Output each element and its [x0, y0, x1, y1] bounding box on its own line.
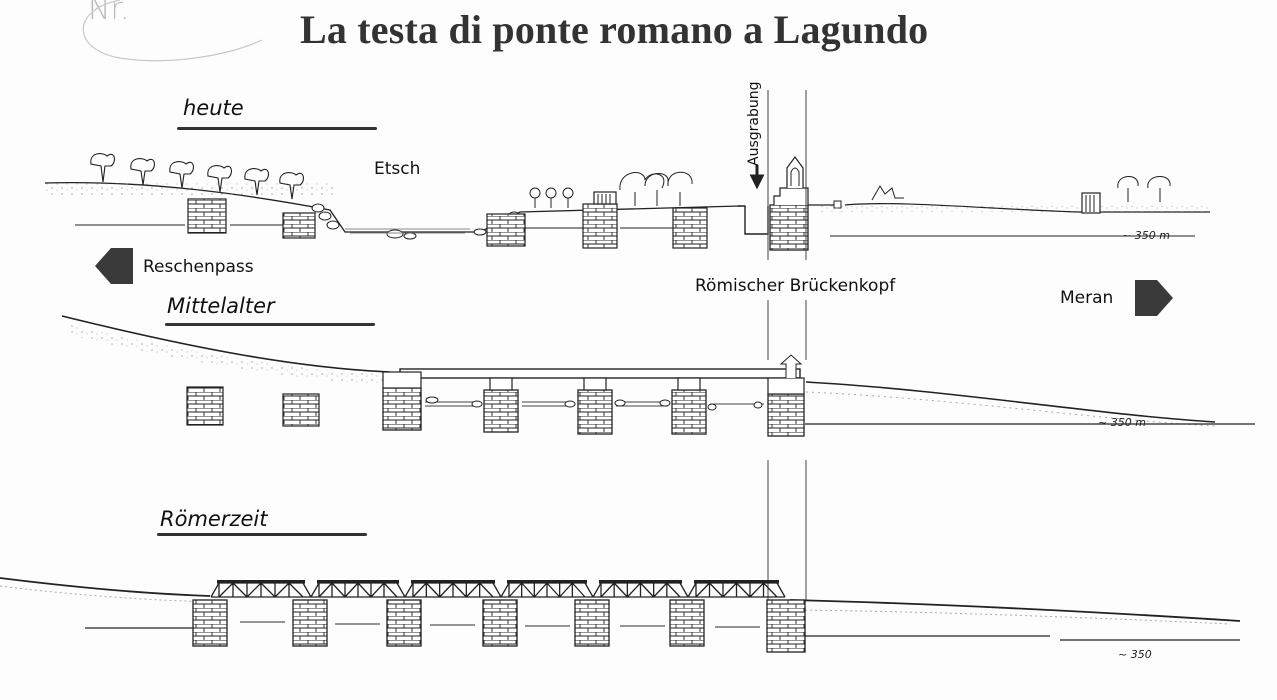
roman-piers: [192, 599, 806, 653]
truss-span: [592, 580, 689, 598]
shrine: [786, 155, 804, 188]
excavation-label: Ausgrabung: [742, 70, 770, 170]
east-direction-label: Meran: [1060, 288, 1114, 308]
elevation-heute: ~ 350 m: [1122, 229, 1170, 242]
elevation-roemerzeit: ~ 350: [1118, 648, 1152, 661]
arrow-right-icon: [1135, 280, 1173, 316]
truss-spans: [210, 580, 786, 598]
truss-span: [310, 580, 406, 598]
river-label: Etsch: [374, 159, 421, 179]
roman-pier: [292, 599, 328, 647]
pier-ruin: [672, 207, 708, 249]
bridgehead-label: Römischer Brückenkopf: [695, 276, 896, 296]
period-label-heute: heute: [183, 96, 244, 120]
truss-span: [210, 580, 312, 598]
period-label-roemerzeit: Römerzeit: [160, 507, 268, 531]
truss-span: [687, 580, 786, 598]
west-direction-label: Reschenpass: [143, 257, 254, 277]
period-label-mittelalter: Mittelalter: [167, 294, 275, 318]
pier-ruin: [282, 212, 316, 239]
underline: [165, 323, 375, 326]
arrow-left-icon: [95, 248, 133, 284]
margin-note: Nr.: [88, 0, 130, 27]
arrow-down-icon: [749, 165, 765, 190]
section-roemerzeit: [0, 577, 1241, 653]
roman-pier: [766, 599, 806, 653]
page-title: La testa di ponte romano a Lagundo: [300, 7, 929, 52]
bridge-piers: [382, 354, 805, 437]
excavation-text: Ausgrabung: [746, 81, 762, 167]
underline: [157, 533, 367, 536]
trees-left: [90, 153, 305, 200]
bridgehead-pier: [769, 204, 809, 251]
roman-pier: [669, 599, 705, 647]
truss-span: [404, 580, 502, 598]
pier-ruin: [486, 213, 526, 247]
roman-pier: [386, 599, 422, 647]
truss-span: [500, 580, 594, 598]
bridge-deck: [399, 368, 801, 379]
roman-pier: [192, 599, 228, 647]
pier-ruin: [582, 203, 618, 249]
roman-pier: [482, 599, 518, 647]
section-heute: [44, 153, 1210, 251]
elevation-mittelalter: ~ 350 m: [1098, 416, 1146, 429]
section-mittelalter: [61, 315, 1255, 437]
margin-note-circle: [82, 0, 263, 62]
roman-pier: [574, 599, 610, 647]
bridgehead-guide-lines: [767, 90, 807, 600]
underline: [177, 127, 377, 130]
pier-ruin: [187, 198, 227, 234]
